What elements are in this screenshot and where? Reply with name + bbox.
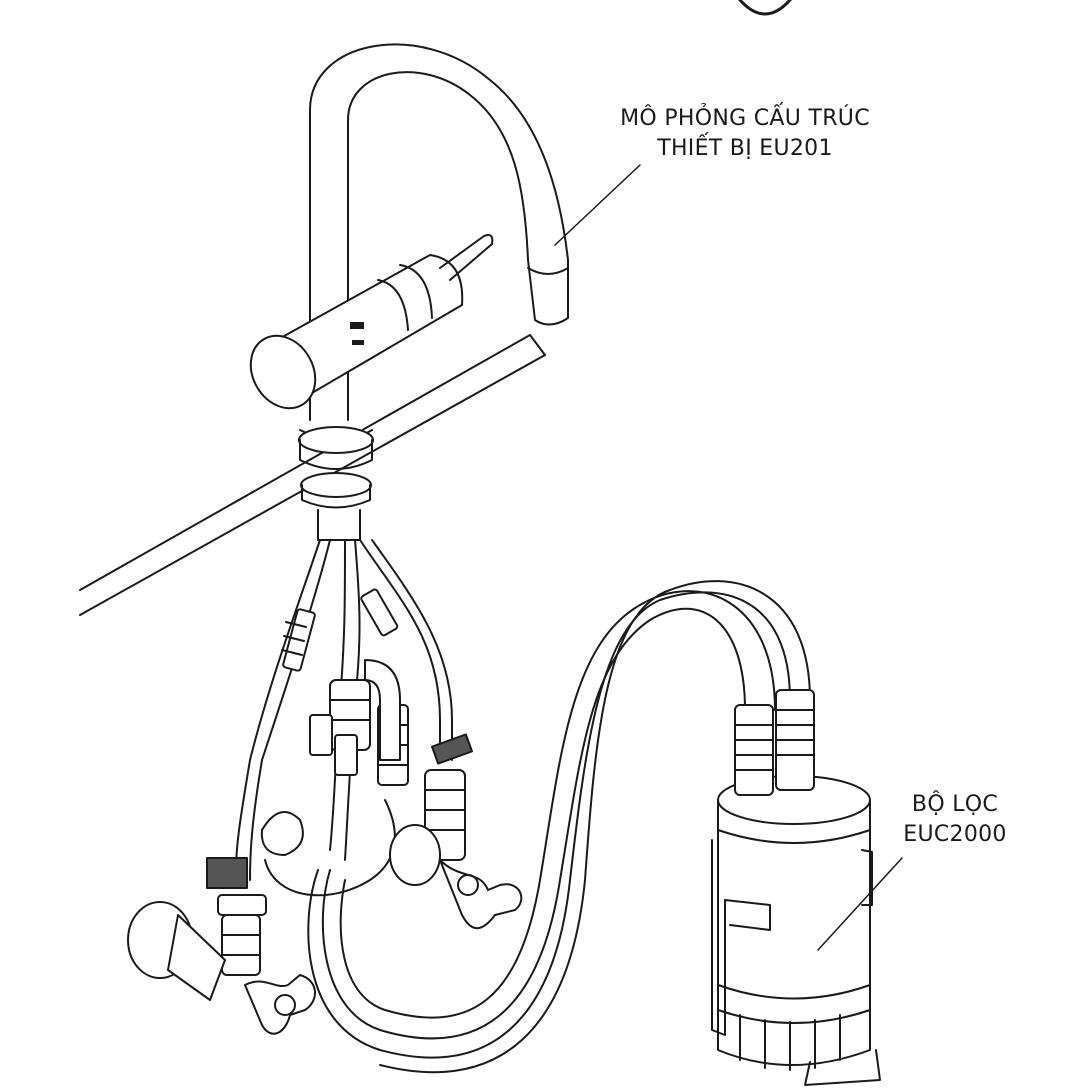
faucet-structure-label: MÔ PHỎNG CẤU TRÚC THIẾT BỊ EU201 <box>575 104 915 164</box>
leader-line-filter <box>817 857 903 951</box>
angle-valve-left <box>127 857 316 1035</box>
filter-connectors <box>734 689 815 796</box>
faucet-body <box>249 234 494 410</box>
filter-cartridge <box>711 689 881 1086</box>
faucet-hoses <box>234 539 453 897</box>
faucet-label-line2: THIẾT BỊ EU201 <box>657 136 833 161</box>
filter-hoses <box>307 580 811 1074</box>
filter-label-line1: BỘ LỌC <box>911 792 999 817</box>
angle-valve-right <box>389 733 523 930</box>
filter-label-line2: EUC2000 <box>903 822 1007 847</box>
mounting-collar <box>298 426 374 541</box>
faucet-spout <box>309 43 569 421</box>
filter-label: BỘ LỌC EUC2000 <box>880 790 1030 850</box>
hose-fittings <box>281 588 409 786</box>
faucet-label-line1: MÔ PHỎNG CẤU TRÚC <box>620 106 870 131</box>
leader-line-faucet <box>554 164 641 246</box>
top-edge-mark <box>738 0 792 16</box>
